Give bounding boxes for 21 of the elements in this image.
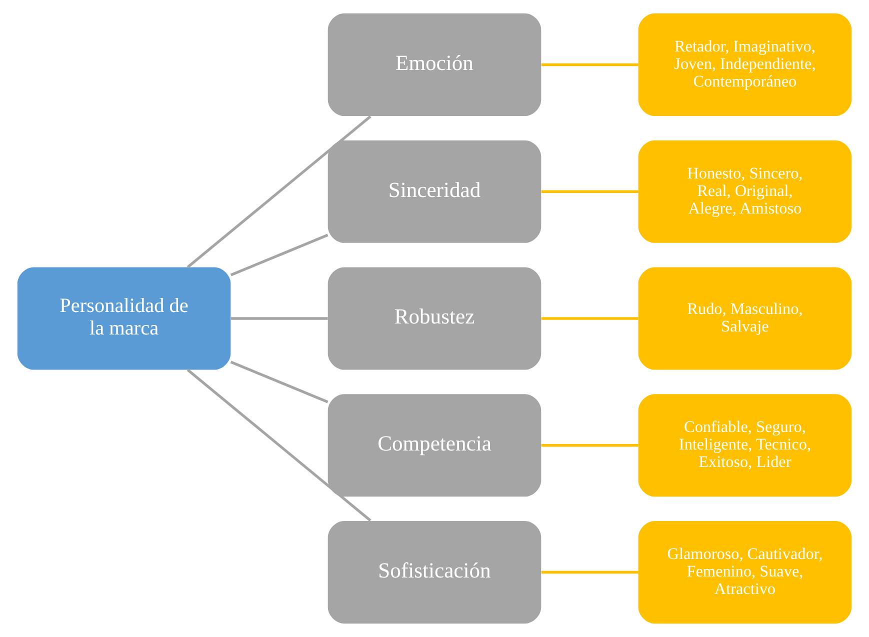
node-box: Rudo, Masculino, Salvaje	[638, 267, 852, 370]
node-box: Competencia	[328, 394, 542, 497]
node-box: Sinceridad	[328, 140, 542, 243]
node-box: Retador, Imaginativo, Joven, Independiente, Contemporáneo	[638, 13, 852, 116]
node-box: Confiable, Seguro, Inteligente, Tecnico, Exitoso, Lider	[638, 394, 852, 497]
node-box: Personalidad de la marca	[17, 267, 231, 370]
connector	[230, 317, 328, 320]
node-box: Robustez	[328, 267, 542, 370]
node-box: Emoción	[328, 13, 542, 116]
connector	[541, 317, 638, 320]
node-box: Sofisticación	[328, 520, 542, 624]
connector	[541, 570, 638, 574]
connector	[186, 368, 372, 522]
connector	[541, 444, 638, 447]
connector	[541, 63, 638, 66]
connector	[230, 360, 328, 404]
connector	[230, 234, 328, 276]
node-box: Honesto, Sincero, Real, Original, Alegre, Amistoso	[638, 140, 852, 243]
node-box: Glamoroso, Cautivador, Femenino, Suave, Atractivo	[638, 520, 852, 624]
connector	[186, 115, 372, 268]
connector	[541, 190, 638, 193]
